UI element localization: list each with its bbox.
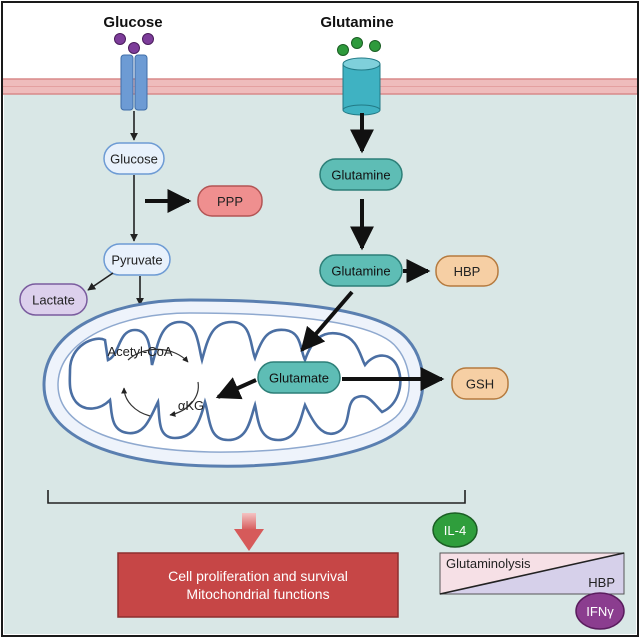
ifng-node <box>575 592 625 630</box>
lactate-node <box>19 283 88 316</box>
il4-node <box>432 512 478 548</box>
acetyl-coa-label: Acetyl-CoA <box>107 344 172 359</box>
hbp-balance-label: HBP <box>588 575 615 590</box>
ifng-label: IFNγ <box>586 604 614 619</box>
glucose-node-label: Glucose <box>110 152 158 167</box>
outcome-line-1: Cell proliferation and survival <box>168 568 348 584</box>
pyruvate-label: Pyruvate <box>111 253 162 268</box>
ppp-label: PPP <box>217 194 243 209</box>
glutamine-transporter <box>342 57 381 116</box>
cycle-arrow-top <box>127 348 189 363</box>
glucose-molecule <box>114 33 126 45</box>
outcome-arrow <box>234 513 264 551</box>
arrow-pyruvate-lactate <box>87 272 114 291</box>
outcome-box <box>117 552 399 618</box>
arrow-glutamate-akg <box>215 377 257 400</box>
glutaminolysis-label: Glutaminolysis <box>446 556 531 571</box>
glucose-molecules <box>114 33 154 54</box>
gsh-label: GSH <box>466 377 494 392</box>
glutamine-molecule <box>369 40 381 52</box>
glutamine-node-1-label: Glutamine <box>331 168 390 183</box>
glutamine-molecules <box>337 37 381 56</box>
glucose-transporter <box>120 54 148 111</box>
cycle-arrow-left <box>121 387 151 417</box>
gsh-node <box>451 367 509 400</box>
glutamine-title: Glutamine <box>320 14 393 31</box>
glutamate-label: Glutamate <box>269 371 329 386</box>
glutamine-node-2 <box>319 254 403 287</box>
glucose-molecule <box>142 33 154 45</box>
mitochondrion <box>42 298 425 468</box>
glutamine-molecule <box>337 44 349 56</box>
glucose-node <box>103 142 165 175</box>
glutamine-node-1 <box>319 158 403 191</box>
glutamine-node-2-label: Glutamine <box>331 264 390 279</box>
outcome-line-2: Mitochondrial functions <box>186 586 329 602</box>
il4-label: IL-4 <box>444 523 466 538</box>
hbp-node <box>435 255 499 287</box>
akg-label: αKG <box>178 398 204 413</box>
glucose-molecule <box>128 42 140 54</box>
pathway-bracket <box>47 490 466 504</box>
hbp-label: HBP <box>454 264 481 279</box>
ppp-node <box>197 185 263 217</box>
balance-box <box>439 552 625 595</box>
cycle-arrow-right <box>169 381 199 417</box>
glutamate-node <box>257 361 341 394</box>
glutamine-molecule <box>351 37 363 49</box>
cell-membrane <box>3 78 637 95</box>
lactate-label: Lactate <box>32 293 75 308</box>
arrow-glutamine-glutamate <box>300 290 354 352</box>
glucose-title: Glucose <box>103 14 162 31</box>
pyruvate-node <box>103 243 171 276</box>
